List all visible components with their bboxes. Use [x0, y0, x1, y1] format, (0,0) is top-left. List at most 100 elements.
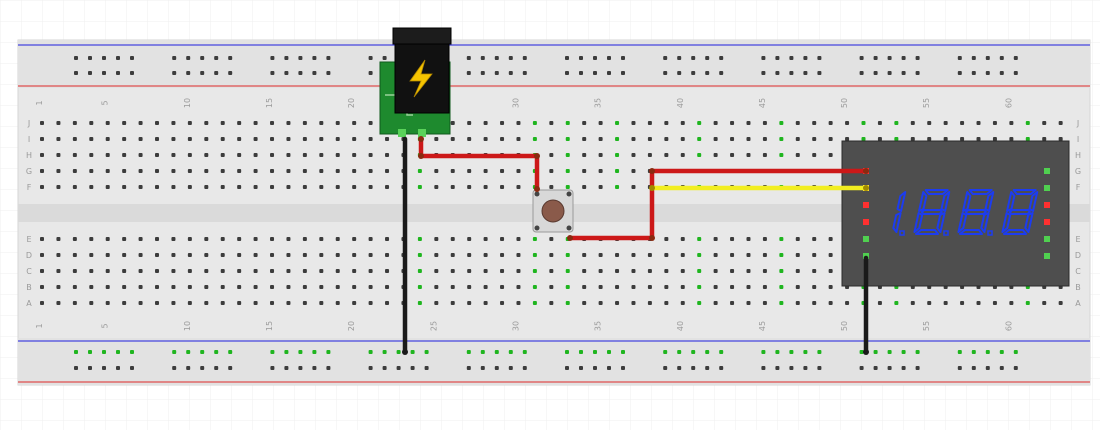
hole-top-27-4 [467, 185, 472, 189]
hole-top-14-1 [253, 137, 258, 141]
hole-top-20-1 [352, 137, 357, 141]
hole-bottom-4-2 [89, 269, 94, 273]
hole-bottom-31-2 [532, 269, 537, 273]
hole-top-49-1 [828, 137, 833, 141]
hole-bottom-26-0 [450, 237, 455, 241]
hole-top-55-0 [927, 121, 932, 125]
hole-bottom-44-2 [746, 269, 751, 273]
rail-hole-2-3-1 [312, 71, 317, 75]
hole-bottom-33-1 [565, 253, 570, 257]
hole-top-15-4 [270, 185, 275, 189]
hole-bottom-18-4 [319, 301, 324, 305]
hole-bottom-18-1 [319, 253, 324, 257]
rail-hole-8-1-0 [873, 56, 878, 60]
hole-bottom-4-4 [89, 301, 94, 305]
hole-bottom-3-0 [72, 237, 77, 241]
hole-bottom-41-1 [697, 253, 702, 257]
rail-hole-8-0-3 [859, 366, 864, 370]
rail-hole-8-3-1 [901, 71, 906, 75]
rail-hole-6-2-0 [691, 56, 696, 60]
hole-bottom-49-1 [828, 253, 833, 257]
hole-bottom-62-4 [1042, 301, 1047, 305]
hole-bottom-43-0 [730, 237, 735, 241]
hole-top-3-1 [72, 137, 77, 141]
hole-bottom-20-3 [352, 285, 357, 289]
wire-black-display-ground-end [863, 349, 869, 355]
hole-bottom-48-2 [812, 269, 817, 273]
hole-top-9-3 [171, 169, 176, 173]
hole-bottom-12-4 [220, 301, 225, 305]
rail-hole-3-2-3 [396, 366, 401, 370]
row-letter-top-F-0: F [27, 183, 32, 192]
hole-bottom-25-4 [434, 301, 439, 305]
digit-1-segment-d [915, 229, 939, 235]
hole-top-44-2 [746, 153, 751, 157]
rail-hole-1-0-1 [172, 71, 177, 75]
hole-top-54-0 [910, 121, 915, 125]
hole-top-3-4 [72, 185, 77, 189]
digit-0-segment-c [892, 212, 902, 233]
hole-top-36-0 [615, 121, 620, 125]
hole-top-51-0 [861, 121, 866, 125]
hole-top-38-1 [647, 137, 652, 141]
hole-top-2-1 [56, 137, 61, 141]
hole-bottom-33-3 [565, 285, 570, 289]
hole-bottom-19-1 [335, 253, 340, 257]
digit-1-decimal-point [943, 230, 949, 236]
hole-top-15-3 [270, 169, 275, 173]
hole-bottom-17-1 [302, 253, 307, 257]
hole-bottom-18-2 [319, 269, 324, 273]
hole-top-36-2 [615, 153, 620, 157]
hole-bottom-15-2 [270, 269, 275, 273]
hole-top-22-4 [385, 185, 390, 189]
hole-top-44-0 [746, 121, 751, 125]
hole-top-16-3 [286, 169, 291, 173]
hole-top-11-3 [204, 169, 209, 173]
hole-top-1-0 [40, 121, 44, 125]
hole-top-2-4 [56, 185, 61, 189]
rail-hole-7-0-0 [761, 56, 766, 60]
rail-hole-2-0-3 [270, 366, 275, 370]
row-letter-bottom-D-1: D [1075, 251, 1081, 260]
hole-top-5-1 [105, 137, 110, 141]
hole-bottom-31-1 [532, 253, 537, 257]
hole-bottom-46-2 [779, 269, 784, 273]
rail-hole-4-3-3 [508, 366, 513, 370]
hole-top-15-2 [270, 153, 275, 157]
rail-hole-4-0-3 [466, 366, 471, 370]
rail-hole-5-4-2 [621, 350, 625, 354]
hole-bottom-45-0 [762, 237, 767, 241]
hole-bottom-2-2 [56, 269, 61, 273]
hole-top-17-0 [302, 121, 307, 125]
hole-bottom-28-1 [483, 253, 488, 257]
hole-bottom-36-3 [615, 285, 620, 289]
hole-top-29-0 [500, 121, 505, 125]
hole-bottom-10-3 [187, 285, 192, 289]
hole-bottom-56-4 [943, 301, 948, 305]
hole-top-41-0 [697, 121, 702, 125]
hole-top-35-3 [598, 169, 603, 173]
hole-top-50-0 [845, 121, 850, 125]
hole-top-6-2 [122, 153, 127, 157]
hole-top-57-0 [960, 121, 965, 125]
push-button-leg-1 [566, 191, 572, 197]
hole-bottom-44-4 [746, 301, 751, 305]
power-jack-pin-1 [398, 129, 406, 137]
rail-hole-5-1-3 [579, 366, 583, 370]
hole-bottom-20-0 [352, 237, 357, 241]
hole-bottom-46-1 [779, 253, 784, 257]
hole-bottom-37-2 [631, 269, 636, 273]
hole-top-13-2 [237, 153, 242, 157]
rail-hole-9-3-1 [999, 71, 1004, 75]
hole-top-59-1 [992, 137, 997, 141]
hole-bottom-44-1 [746, 253, 751, 257]
hole-top-15-1 [270, 137, 275, 141]
hole-bottom-12-0 [220, 237, 225, 241]
row-letter-top-J-1: J [1076, 119, 1079, 128]
hole-top-11-0 [204, 121, 209, 125]
rail-hole-5-0-0 [565, 56, 569, 60]
hole-bottom-45-4 [762, 301, 767, 305]
power-jack [379, 27, 452, 137]
rail-hole-1-3-2 [214, 350, 219, 354]
hole-bottom-24-2 [417, 269, 422, 273]
